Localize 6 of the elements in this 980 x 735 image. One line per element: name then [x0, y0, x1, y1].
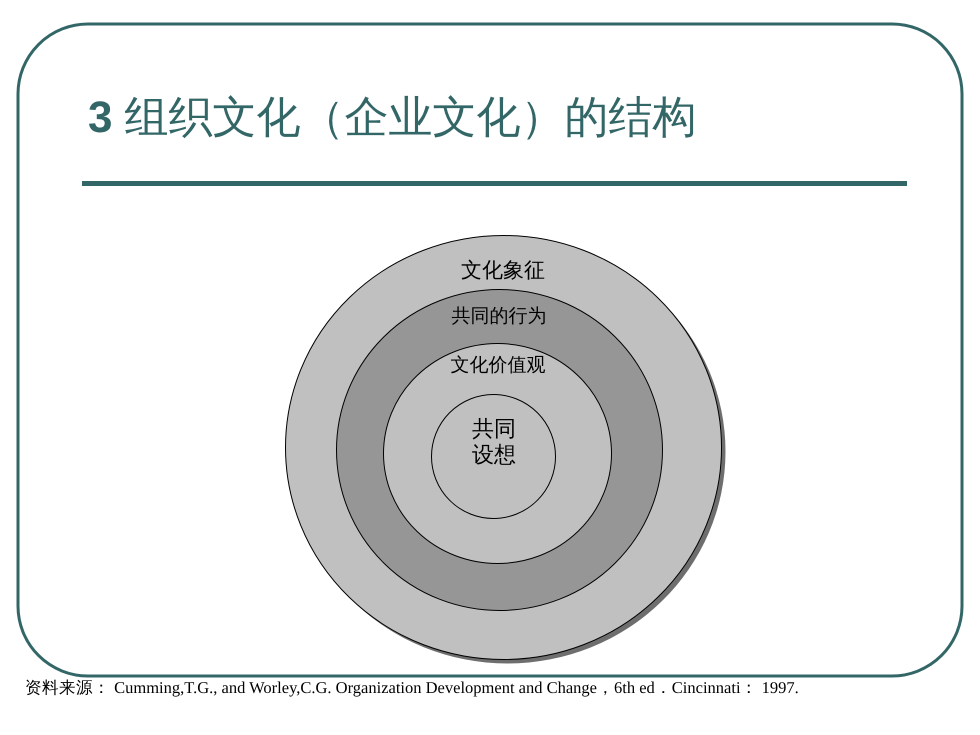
- circle-label: 共同设想: [470, 416, 517, 469]
- ring-label: 文化价值观: [450, 355, 546, 378]
- source-note: 资料来源： Cumming,T.G., and Worley,C.G. Organization Development and Change，6th ed．Cincinnati： 1997.: [25, 678, 799, 698]
- ring-label: 共同的行为: [451, 306, 546, 328]
- slide-title: 3 组织文化（企业文化）的结构: [88, 92, 697, 144]
- ring-label: 文化象征: [461, 258, 545, 284]
